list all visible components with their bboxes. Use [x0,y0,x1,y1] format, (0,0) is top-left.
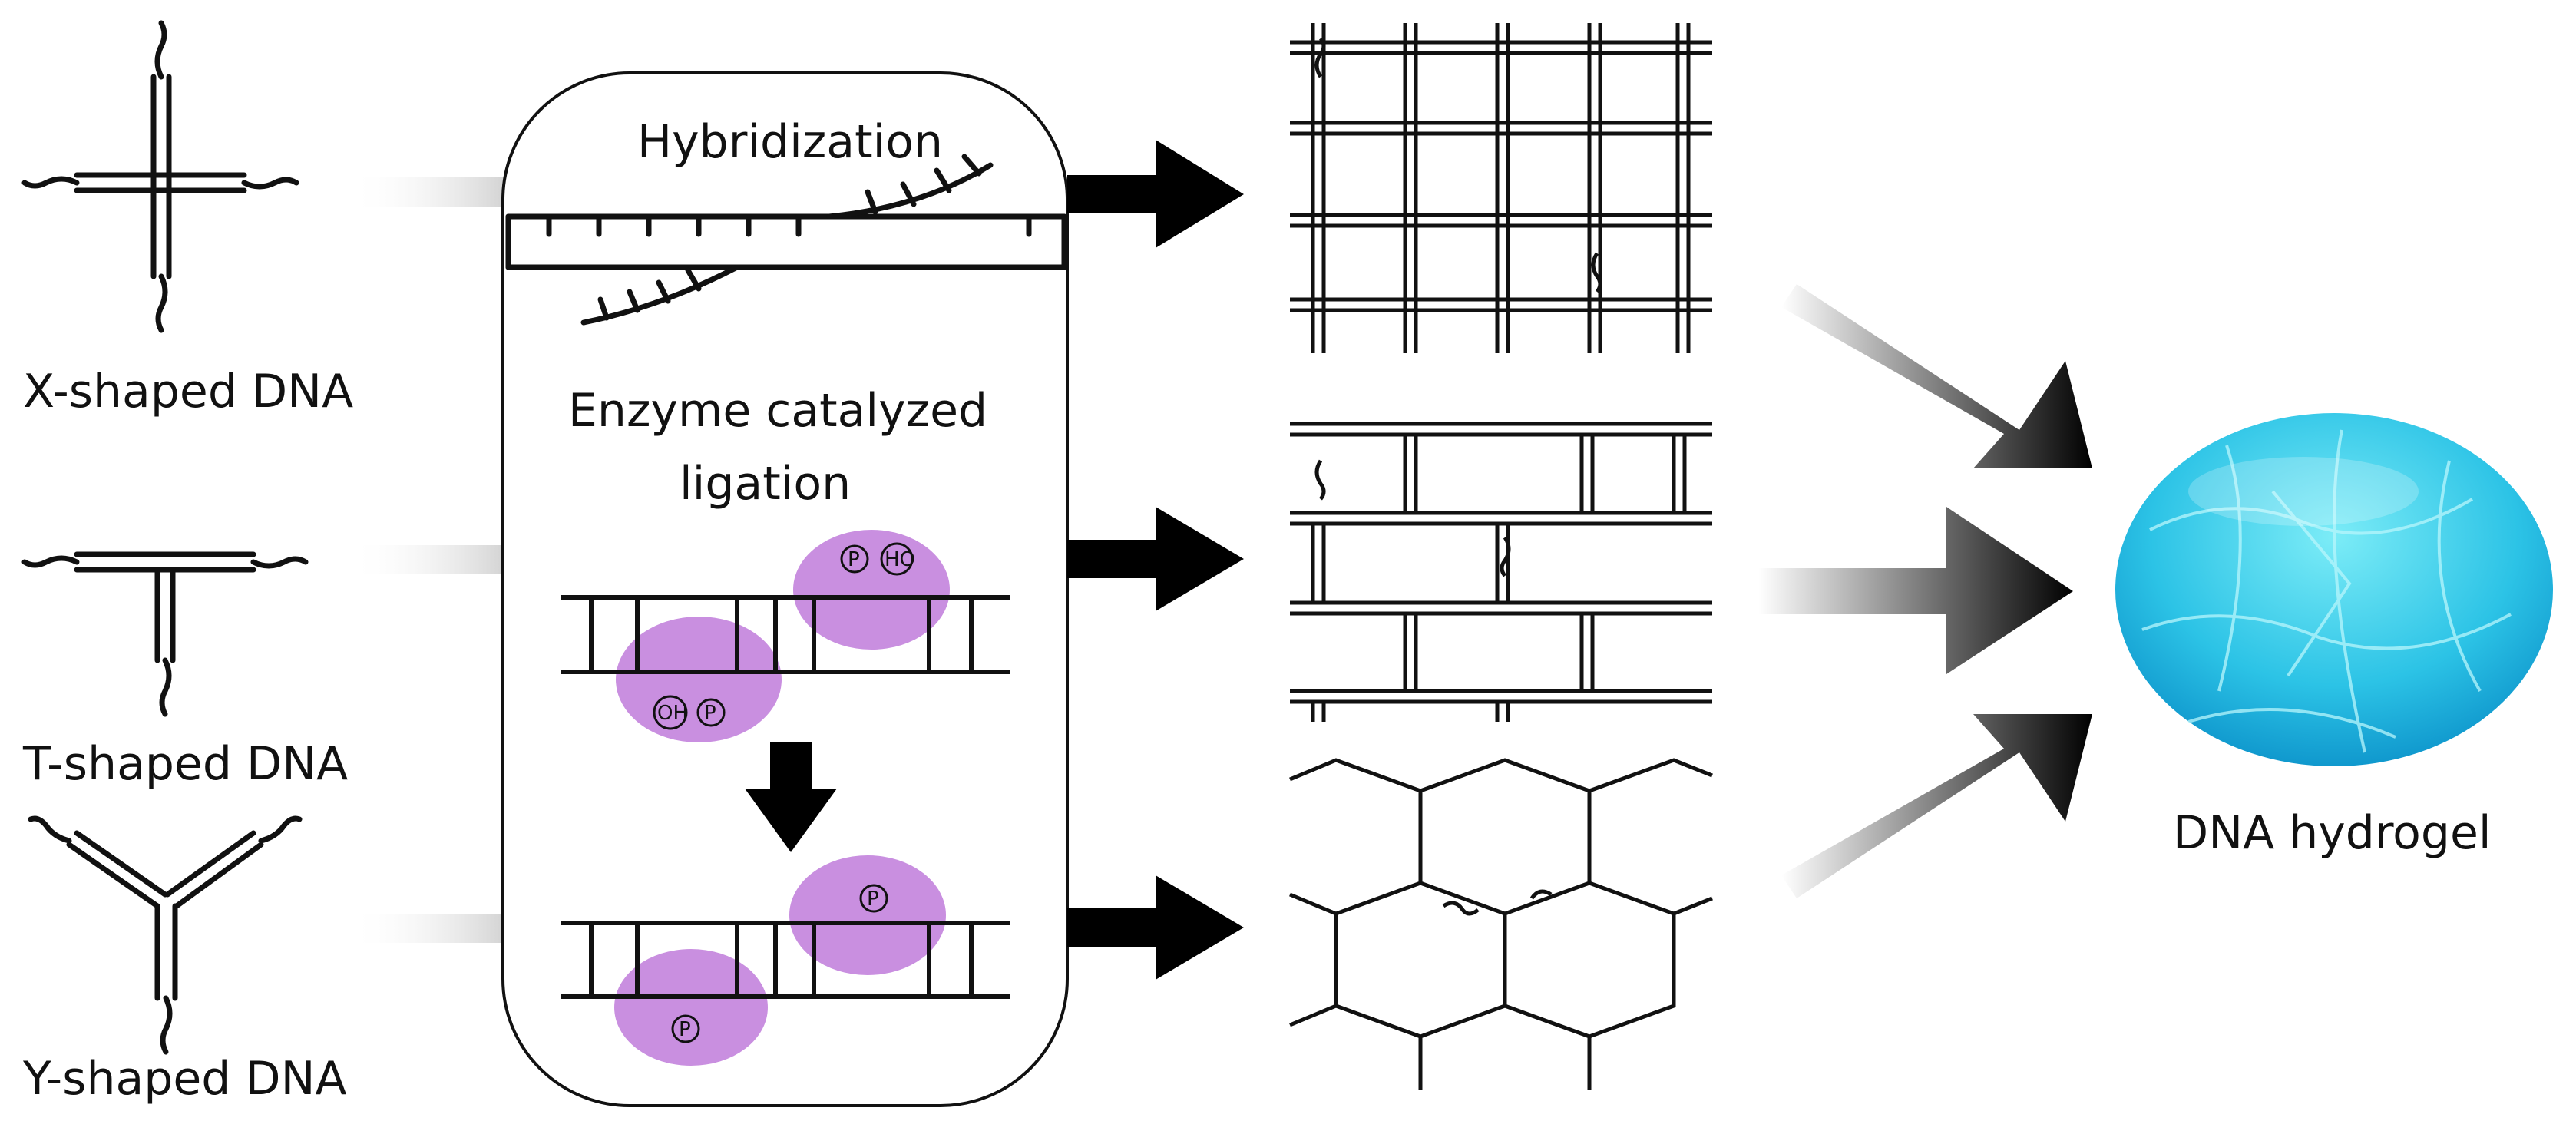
enzyme-blob [616,617,782,742]
enzyme-label-line1: Enzyme catalyzed [568,384,987,438]
hydrogel-icon [2115,413,2553,766]
enzyme-blob [793,530,950,650]
arrow-to-hydrogel-middle-icon [1758,507,2073,674]
hydroxyl-mark-bottom: OH [657,702,688,725]
y-shaped-dna-label: Y-shaped DNA [22,1052,347,1106]
arrow-to-y-network-icon [1067,875,1244,980]
x-feed-line [349,177,511,207]
phosphate-mark: P [867,888,879,911]
y-feed-line [349,914,511,943]
ligation-marks-upper-icon [653,542,914,730]
square-network-icon [1290,23,1712,353]
x-shaped-dna-label: X-shaped DNA [23,365,353,418]
hybridization-strands-icon [505,154,1067,326]
t-shaped-dna-label: T-shaped DNA [22,737,348,791]
process-box [501,71,1069,1107]
t-feed-line [349,545,511,574]
hydrogel-label: DNA hydrogel [2173,806,2492,860]
arrow-to-t-network-icon [1067,507,1244,611]
phosphate-mark: P [679,1018,691,1041]
hybridization-label: Hybridization [637,115,943,169]
y-shaped-dna-icon [28,815,303,1055]
enzyme-blob [789,855,946,975]
hydroxyl-mark-top: HO [885,548,915,571]
ligation-down-arrow-icon [745,742,837,852]
x-shaped-dna-icon [21,20,299,333]
ligation-marks-lower-icon [671,884,888,1043]
enzyme-blob [614,949,768,1066]
arrow-to-hydrogel-top-icon [1781,284,2092,468]
dna-ladder-upper-icon [561,595,1010,674]
dna-ladder-lower-icon [561,921,1010,999]
phosphate-mark: P [848,548,860,571]
brick-network-icon [1290,422,1712,722]
arrow-to-x-network-icon [1067,140,1244,248]
t-shaped-dna-icon [21,551,309,717]
phosphate-mark: P [704,702,716,725]
arrow-to-hydrogel-bottom-icon [1781,714,2092,898]
enzyme-label-line2: ligation [680,457,851,511]
honeycomb-network-icon [1289,758,1713,1090]
